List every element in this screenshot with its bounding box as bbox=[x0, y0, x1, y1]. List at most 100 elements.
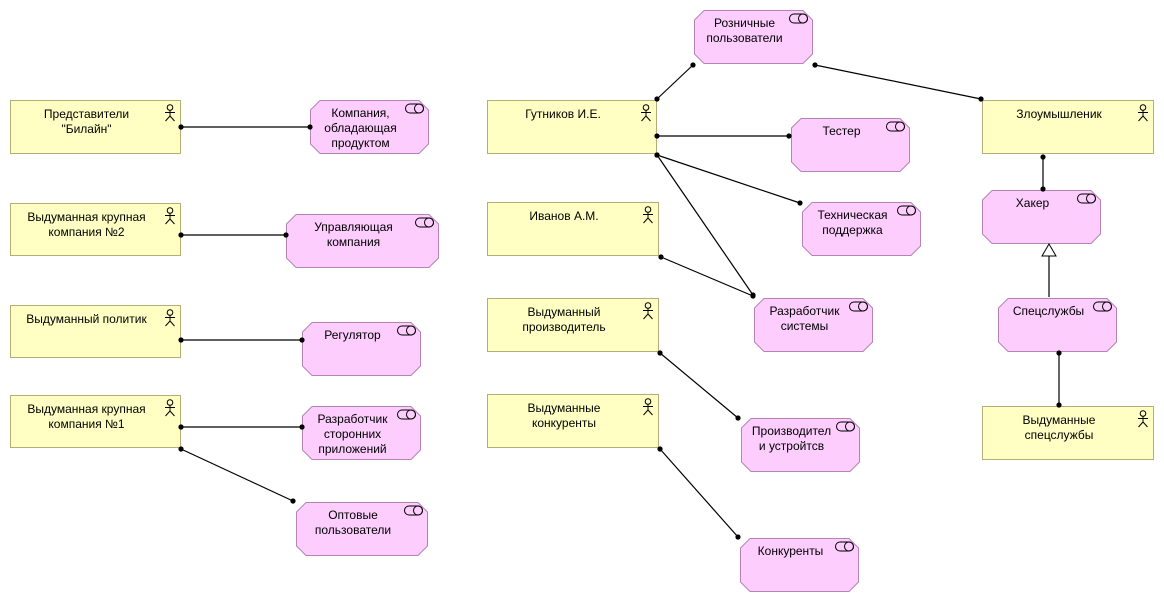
node-label: Злоумышленик bbox=[1016, 107, 1102, 121]
node-label: Конкуренты bbox=[757, 544, 824, 558]
node-label: Хакер bbox=[1015, 196, 1050, 210]
node-label: Спецслужбы bbox=[1012, 304, 1085, 318]
business-role-r12[interactable]: Хакер bbox=[982, 190, 1101, 244]
actor-icon bbox=[1137, 410, 1149, 431]
business-actor-a10[interactable]: Выдуманные спецслужбы bbox=[982, 406, 1154, 460]
actor-icon bbox=[164, 309, 176, 330]
business-role-r5[interactable]: Оптовые пользователи bbox=[296, 502, 428, 556]
assignment-dot bbox=[735, 415, 741, 421]
assignment-dot bbox=[812, 62, 818, 68]
business-actor-a8[interactable]: Выдуманные конкуренты bbox=[487, 394, 659, 448]
actor-icon bbox=[642, 302, 654, 323]
node-label: Тестер bbox=[822, 124, 861, 138]
actor-icon bbox=[164, 399, 176, 420]
relation-assignment-a5-r9[interactable] bbox=[654, 152, 756, 298]
business-actor-a6[interactable]: Иванов А.М. bbox=[487, 202, 659, 256]
business-role-r9[interactable]: Разработчик системы bbox=[754, 298, 873, 352]
node-label: Производител и устройтсв bbox=[751, 424, 832, 453]
node-label: Компания, обладающая продуктом bbox=[324, 106, 397, 150]
business-role-r11[interactable]: Конкуренты bbox=[740, 538, 859, 592]
relation-assignment-a4-r4[interactable] bbox=[178, 424, 305, 430]
business-role-r4[interactable]: Разработчик сторонних приложений bbox=[302, 406, 421, 460]
node-label: Оптовые пользователи bbox=[314, 508, 392, 537]
business-role-r10[interactable]: Производител и устройтсв bbox=[741, 418, 860, 472]
role-shape bbox=[302, 322, 421, 376]
business-actor-a2[interactable]: Выдуманная крупная компания №2 bbox=[10, 203, 181, 256]
role-shape bbox=[802, 202, 921, 256]
actor-icon bbox=[164, 207, 176, 228]
node-label: Иванов А.М. bbox=[529, 209, 599, 223]
node-label: Выдуманная крупная компания №1 bbox=[27, 402, 146, 431]
node-label: Выдуманный производитель bbox=[522, 305, 606, 334]
role-icon bbox=[789, 13, 809, 27]
role-shape bbox=[310, 100, 429, 154]
business-role-r13[interactable]: Спецслужбы bbox=[998, 298, 1117, 352]
actor-icon bbox=[642, 398, 654, 419]
role-shape bbox=[998, 298, 1117, 352]
relation-assignment-a7-r10[interactable] bbox=[657, 350, 741, 421]
role-icon bbox=[1093, 301, 1113, 315]
node-label: Управляющая компания bbox=[314, 220, 393, 249]
relation-assignment-a2-r2[interactable] bbox=[178, 232, 289, 238]
relation-assignment-a6-r9[interactable] bbox=[658, 254, 756, 299]
role-icon bbox=[1077, 193, 1097, 207]
node-label: Выдуманный политик bbox=[26, 312, 147, 326]
node-label: Розничные пользователи bbox=[706, 16, 783, 45]
business-role-r1[interactable]: Компания, обладающая продуктом bbox=[310, 100, 429, 154]
node-label: Выдуманная крупная компания №2 bbox=[27, 210, 146, 239]
actor-icon bbox=[642, 206, 654, 227]
role-shape bbox=[982, 190, 1101, 244]
business-role-r2[interactable]: Управляющая компания bbox=[286, 214, 439, 268]
node-label: Разработчик системы bbox=[769, 304, 840, 333]
assignment-dot bbox=[290, 498, 296, 504]
assignment-dot bbox=[750, 292, 756, 298]
business-actor-a9[interactable]: Злоумышленик bbox=[982, 100, 1154, 154]
actor-icon bbox=[1137, 104, 1149, 125]
business-actor-a7[interactable]: Выдуманный производитель bbox=[487, 298, 659, 352]
assignment-dot bbox=[658, 254, 664, 260]
actor-icon bbox=[164, 104, 176, 125]
relation-assignment-a5-r7[interactable] bbox=[654, 133, 792, 139]
role-shape bbox=[791, 118, 910, 172]
role-shape bbox=[296, 502, 428, 556]
node-label: Гутников И.Е. bbox=[525, 107, 601, 121]
business-role-r8[interactable]: Техническая поддержка bbox=[802, 202, 921, 256]
node-label: Представители "Билайн" bbox=[43, 107, 130, 136]
role-icon bbox=[835, 541, 855, 555]
relation-assignment-a3-r3[interactable] bbox=[178, 337, 305, 343]
relation-assignment-a5-r6[interactable] bbox=[654, 62, 696, 102]
role-icon bbox=[886, 121, 906, 135]
role-shape bbox=[754, 298, 873, 352]
business-role-r7[interactable]: Тестер bbox=[791, 118, 910, 172]
relation-assignment-a5-r8[interactable] bbox=[654, 152, 803, 206]
business-actor-a4[interactable]: Выдуманная крупная компания №1 bbox=[10, 395, 181, 448]
relation-assignment-a4-r5[interactable] bbox=[178, 446, 296, 504]
role-shape bbox=[694, 10, 813, 64]
role-icon bbox=[397, 325, 417, 339]
actor-icon bbox=[640, 104, 652, 125]
business-actor-a1[interactable]: Представители "Билайн" bbox=[10, 100, 181, 154]
role-icon bbox=[415, 217, 435, 231]
role-icon bbox=[397, 409, 417, 423]
relation-assignment-a9-r12[interactable] bbox=[1040, 154, 1046, 192]
specialization-arrowhead bbox=[1041, 243, 1057, 257]
business-role-r3[interactable]: Регулятор bbox=[302, 322, 421, 376]
relation-assignment-r6-a9[interactable] bbox=[812, 62, 984, 102]
relation-assignment-a8-r11[interactable] bbox=[657, 446, 741, 540]
business-role-r6[interactable]: Розничные пользователи bbox=[694, 10, 813, 64]
relation-specialization-r13-r12[interactable] bbox=[1041, 243, 1057, 297]
node-label: Техническая поддержка bbox=[817, 208, 888, 237]
business-actor-a5[interactable]: Гутников И.Е. bbox=[487, 100, 657, 154]
role-shape bbox=[740, 538, 859, 592]
node-label: Регулятор bbox=[324, 328, 381, 342]
node-label: Выдуманные конкуренты bbox=[527, 401, 601, 430]
role-icon bbox=[405, 103, 425, 117]
business-actor-a3[interactable]: Выдуманный политик bbox=[10, 305, 181, 358]
role-icon bbox=[404, 505, 424, 519]
role-shape bbox=[741, 418, 860, 472]
role-icon bbox=[849, 301, 869, 315]
role-icon bbox=[897, 205, 917, 219]
relation-assignment-a10-r13[interactable] bbox=[1056, 350, 1062, 408]
relation-assignment-a1-r1[interactable] bbox=[178, 124, 313, 130]
